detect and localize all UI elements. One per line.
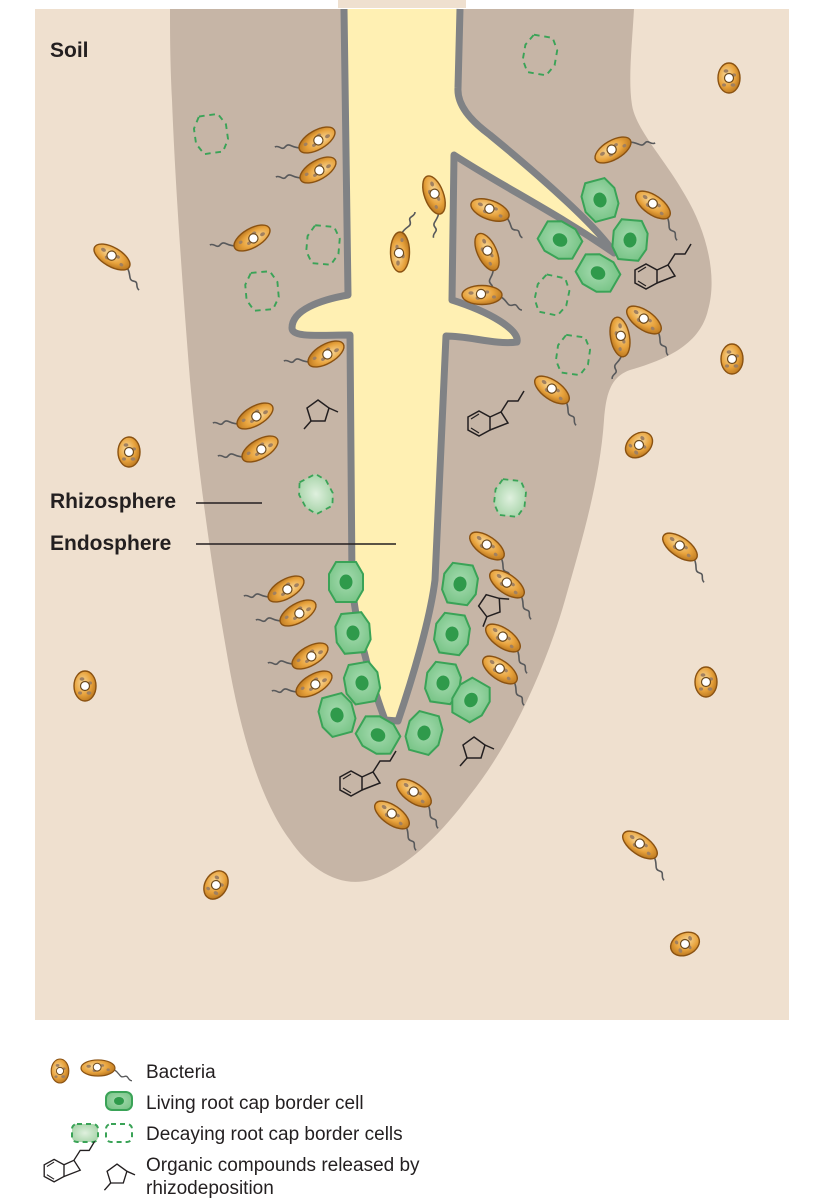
legend-compounds: Organic compounds released by rhizodepos… (43, 1140, 420, 1199)
rhizosphere-label: Rhizosphere (50, 490, 176, 513)
legend-decaying-cells: Decaying root cap border cells (71, 1123, 403, 1145)
legend-bacteria: Bacteria (50, 1058, 216, 1084)
bacterium-rod-icon (80, 1059, 133, 1082)
legend-compounds-label-line1: Organic compounds released by (146, 1155, 420, 1176)
legend-bacteria-label: Bacteria (146, 1062, 216, 1083)
decaying-cell-icon (71, 1123, 99, 1143)
soil-label: Soil (50, 39, 89, 62)
legend: Bacteria Living root cap border cell Dec… (43, 1058, 420, 1199)
legend-living-cell-label: Living root cap border cell (146, 1093, 364, 1114)
legend-living-cell: Living root cap border cell (105, 1091, 364, 1114)
indane-molecule-icon (43, 1140, 96, 1183)
root (288, 0, 618, 725)
legend-compounds-label-line2: rhizodeposition (146, 1178, 274, 1199)
legend-decaying-cells-label: Decaying root cap border cells (146, 1124, 403, 1145)
root-body (288, 8, 618, 725)
bacterium-round-icon (50, 1058, 70, 1084)
endosphere-label: Endosphere (50, 532, 171, 555)
cyclopentane-molecule-icon (103, 1163, 136, 1191)
